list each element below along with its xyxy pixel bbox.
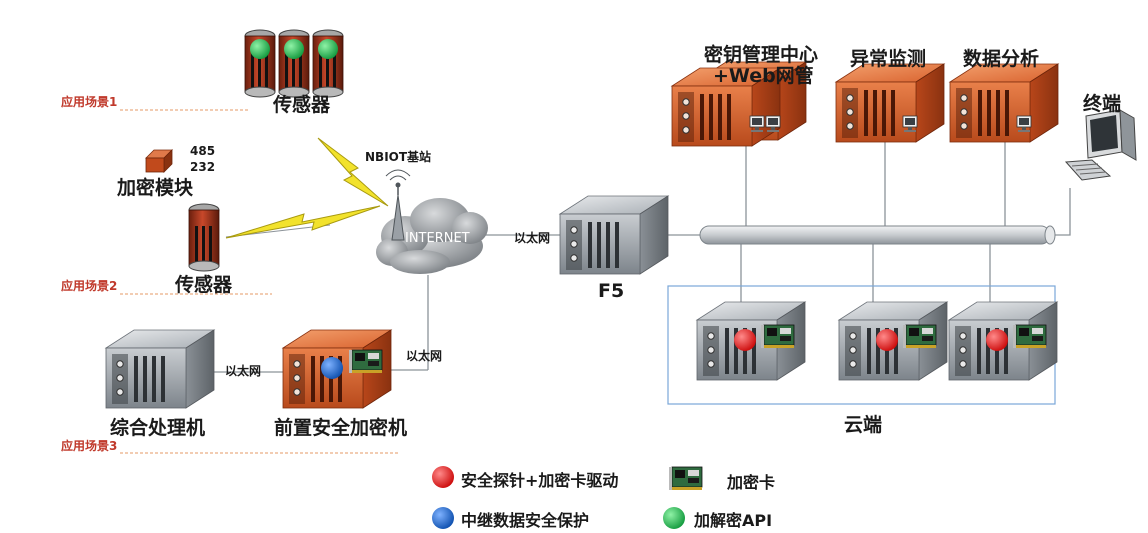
front-encryptor-label: 前置安全加密机 (274, 417, 408, 439)
legend-card-label: 加密卡 (727, 473, 776, 492)
wireless-bolt-top (317, 137, 389, 207)
nbiot-tower-icon (385, 169, 411, 241)
cloud-server-3 (948, 301, 1058, 381)
encrypt-module-icon (145, 149, 173, 173)
legend-probe-label: 安全探针+加密卡驱动 (461, 471, 619, 490)
f5-server-icon (559, 195, 669, 275)
encryption-card-icon (1012, 324, 1047, 349)
legend-probe-icon (432, 466, 454, 488)
sensor-top-label: 传感器 (273, 94, 331, 116)
cloud-server-2 (838, 301, 948, 381)
sensor-group-top (244, 29, 344, 98)
cloud-server-1 (696, 301, 806, 381)
api-indicator-icon (250, 39, 270, 59)
cloud-label: 云端 (844, 414, 883, 436)
port-232-label: 232 (190, 160, 216, 174)
sensor-bottom (188, 203, 220, 272)
encryption-card-icon (902, 324, 937, 349)
eth-front-internet-label: 以太网 (406, 349, 443, 363)
encryption-card-icon (348, 349, 383, 374)
legend-relay-label: 中继数据安全保护 (461, 511, 590, 530)
internet-cloud-icon (376, 198, 488, 274)
scene-label-1: 应用场景1 (61, 95, 118, 109)
internet-label: INTERNET (405, 231, 470, 246)
encryption-card-icon (760, 324, 795, 349)
analytics-label: 数据分析 (963, 48, 1040, 70)
eth-internet-f5-label: 以太网 (514, 231, 551, 245)
port-485-label: 485 (190, 144, 216, 158)
api-indicator-icon (284, 39, 304, 59)
key-center-label-line2: +Web网管 (713, 65, 814, 87)
key-center-label-line1: 密钥管理中心 (704, 44, 819, 66)
anomaly-server-icon (835, 63, 945, 143)
terminal-label: 终端 (1083, 93, 1122, 115)
wireless-bolt-bottom (225, 205, 381, 239)
scene-separators (120, 109, 398, 454)
analytics-server-icon (949, 63, 1059, 143)
probe-indicator-icon (876, 329, 898, 351)
legend-api-icon (663, 507, 685, 529)
sensor-bottom-label: 传感器 (175, 274, 233, 296)
legend-api-label: 加解密API (694, 511, 773, 530)
probe-indicator-icon (734, 329, 756, 351)
scene-label-3: 应用场景3 (61, 439, 118, 453)
legend-relay-icon (432, 507, 454, 529)
host-label: 综合处理机 (110, 417, 206, 439)
terminal-pc-icon (1064, 109, 1137, 181)
eth-host-front-label: 以太网 (225, 364, 262, 378)
legend-card-icon (668, 466, 703, 491)
f5-label: F5 (598, 280, 625, 302)
scene-label-2: 应用场景2 (61, 279, 118, 293)
relay-indicator-icon (321, 357, 343, 379)
probe-indicator-icon (986, 329, 1008, 351)
front-encryptor-icon (282, 329, 392, 409)
encrypt-module-label: 加密模块 (117, 177, 194, 199)
api-indicator-icon (318, 39, 338, 59)
nbiot-label: NBIOT基站 (365, 150, 432, 164)
host-server-icon (105, 329, 215, 409)
network-bus-pipe (699, 225, 1056, 245)
anomaly-label: 异常监测 (850, 48, 927, 70)
